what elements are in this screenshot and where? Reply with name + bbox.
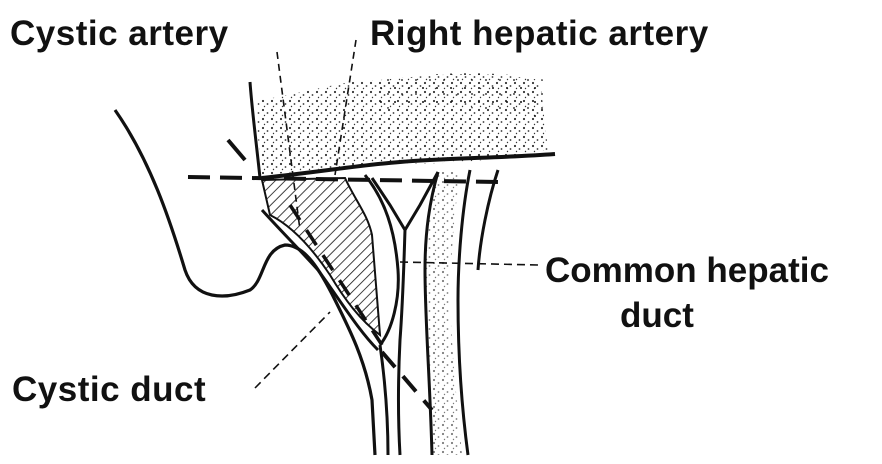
leader-cystic-duct — [255, 312, 330, 388]
label-common-hepatic-duct-line1: Common hepatic — [545, 253, 829, 288]
label-common-hepatic-duct-line2: duct — [620, 298, 829, 333]
hepatic-duct-inner — [399, 230, 406, 455]
duct-stipple-shading — [425, 172, 462, 455]
common-bile-duct-wall — [380, 345, 388, 455]
label-cystic-artery: Cystic artery — [10, 16, 229, 51]
label-cystic-duct: Cystic duct — [12, 372, 206, 407]
outer-right-wall-2 — [478, 170, 498, 270]
label-right-hepatic-artery: Right hepatic artery — [370, 16, 709, 51]
hepatocystic-triangle-hatched — [262, 178, 380, 335]
outer-right-wall — [458, 170, 470, 455]
dashed-marker-upper — [228, 140, 245, 160]
label-common-hepatic-duct: Common hepatic duct — [545, 253, 829, 333]
leader-common-hepatic-duct — [400, 262, 538, 265]
dashed-marker-lower — [382, 352, 432, 410]
